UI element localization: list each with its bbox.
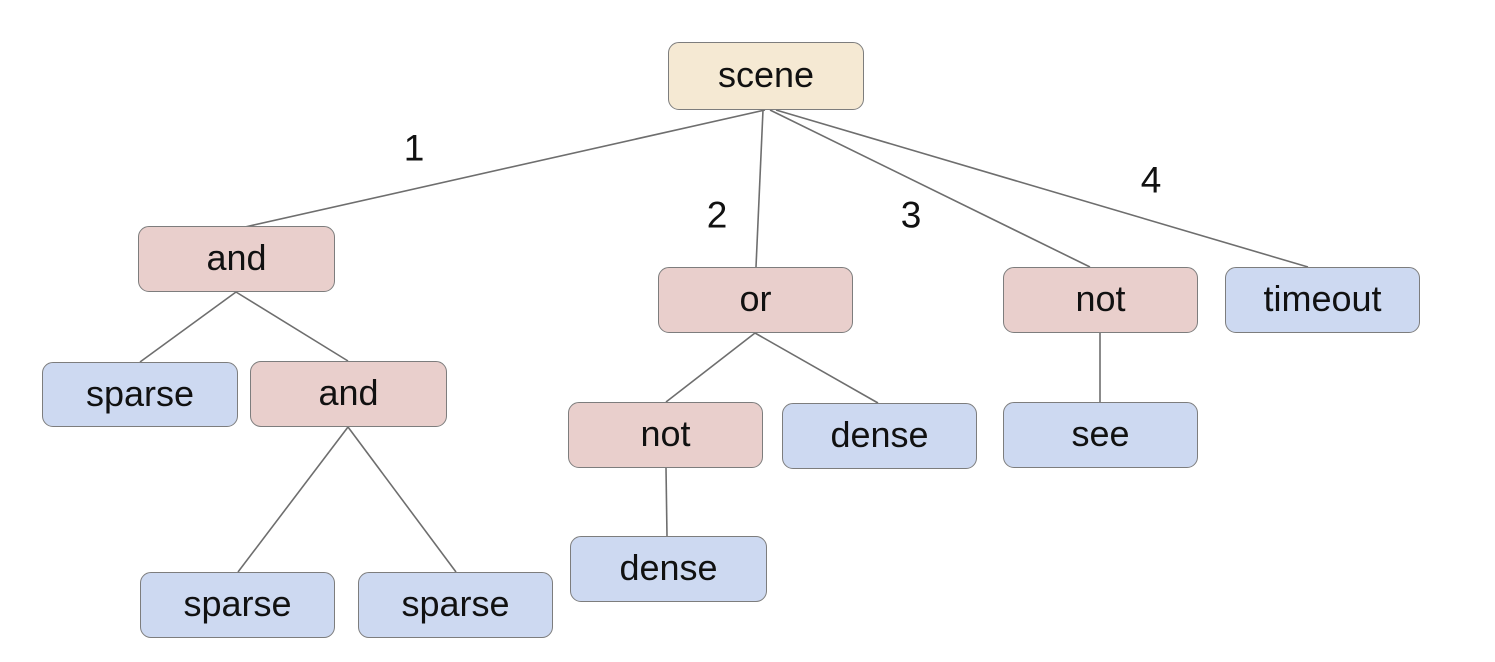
tree-node-sparse-1: sparse [42,362,238,427]
edge-scene-and1 [244,109,766,228]
edge-scene-timeout [775,109,1309,268]
edge-or1-dense1 [754,332,879,404]
edge-label-branch-1: 1 [403,127,425,169]
tree-node-not-1: not [1003,267,1198,333]
edge-label-branch-2: 2 [706,194,728,236]
edge-not2-dense2 [665,467,668,537]
edge-and1-and2 [235,291,349,362]
edge-scene-or1 [755,109,764,268]
edge-or1-not2 [665,332,756,403]
tree-node-and-2: and [250,361,447,427]
edge-and1-sparse1 [139,291,237,363]
edge-and2-sparse2 [237,426,349,573]
tree-node-dense-1: dense [782,403,977,469]
edge-and2-sparse3 [347,426,457,573]
tree-node-and-1: and [138,226,335,292]
edge-scene-not1 [769,109,1091,268]
tree-node-not-2: not [568,402,763,468]
tree-node-sparse-3: sparse [358,572,553,638]
tree-node-or: or [658,267,853,333]
tree-node-see: see [1003,402,1198,468]
edge-label-branch-3: 3 [900,194,922,236]
edge-label-branch-4: 4 [1140,159,1162,201]
tree-node-timeout: timeout [1225,267,1420,333]
tree-node-sparse-2: sparse [140,572,335,638]
tree-node-dense-2: dense [570,536,767,602]
tree-node-scene: scene [668,42,864,110]
